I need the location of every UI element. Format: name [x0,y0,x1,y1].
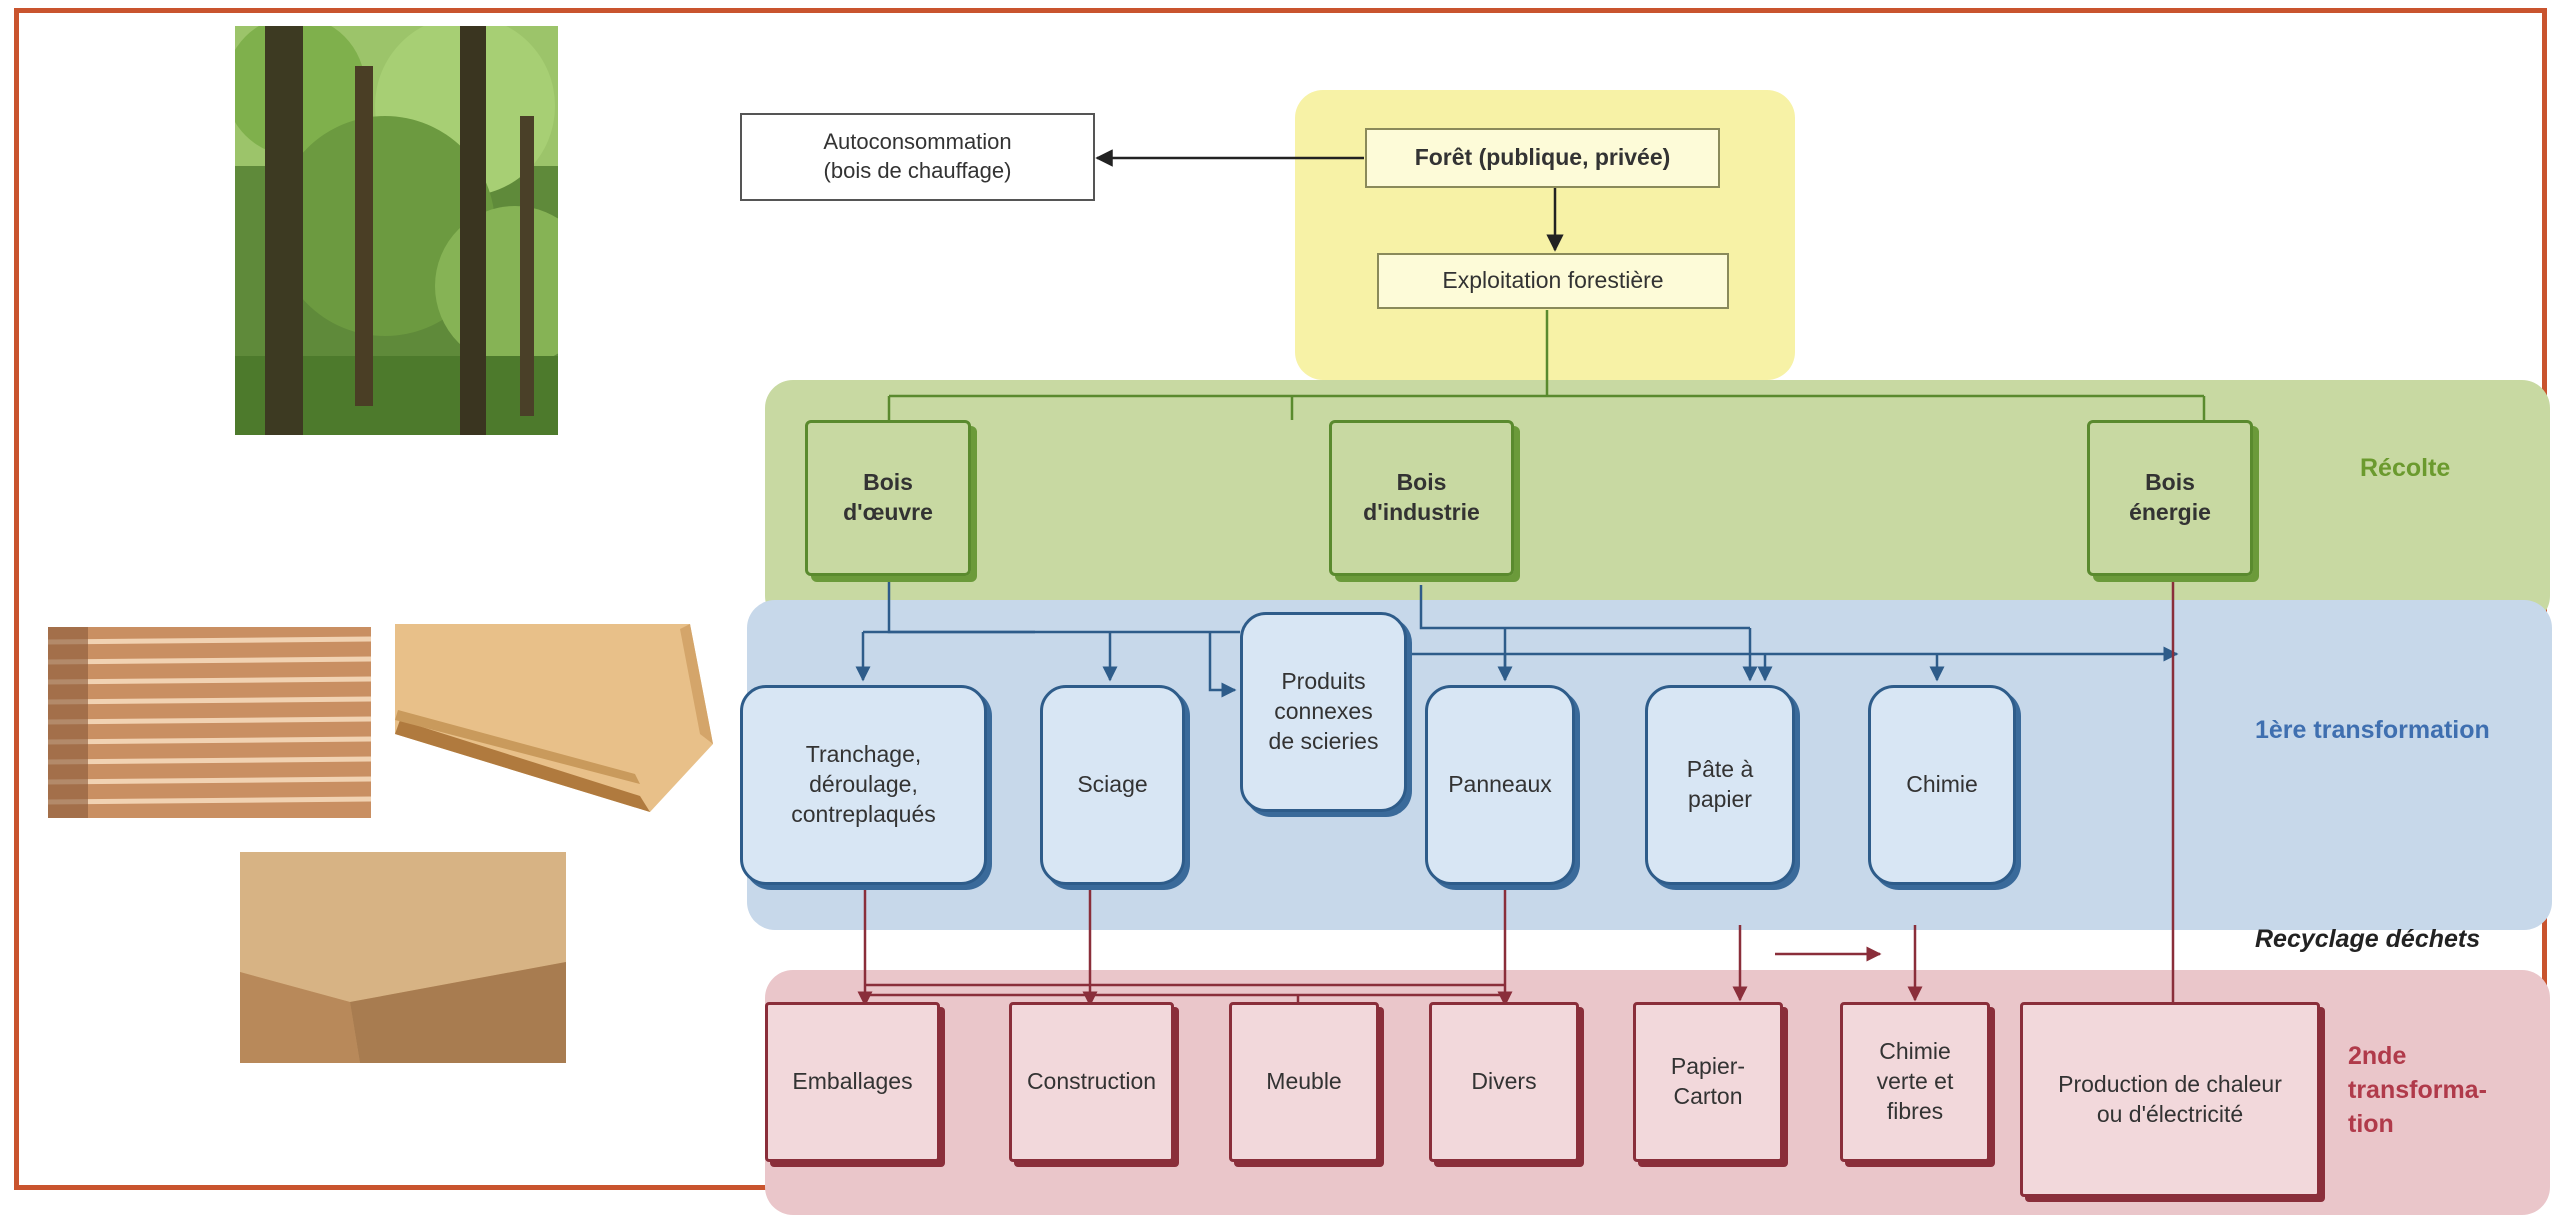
node-foret: Forêt (publique, privée) [1365,128,1720,188]
node-panneaux-label: Panneaux [1448,771,1552,798]
node-bois-industrie: Bois d'industrie [1329,420,1514,576]
node-papier-carton: Papier- Carton [1633,1002,1783,1162]
node-emballages: Emballages [765,1002,940,1162]
node-bois-energie: Bois énergie [2087,420,2253,576]
node-sciage: Sciage [1040,685,1185,885]
node-bois-oeuvre-label: Bois d'œuvre [843,469,933,525]
recyclage-dechets-label: Recyclage déchets [2255,925,2481,953]
node-emballages-label: Emballages [792,1068,913,1095]
lumber-stack-photo [48,627,371,818]
node-pate-papier: Pâte à papier [1645,685,1795,885]
node-chimie: Chimie [1868,685,2016,885]
node-construction-label: Construction [1026,1068,1157,1095]
node-produits-connexes: Produits connexes de scieries [1240,612,1407,812]
fiberboard-photo [240,852,566,1063]
node-meuble-label: Meuble [1266,1068,1342,1095]
node-chimie-verte-label: Chimie verte et fibres [1876,1038,1954,1124]
node-tranchage: Tranchage, déroulage, contreplaqués [740,685,987,885]
node-papier-carton-label: Papier- Carton [1670,1053,1746,1109]
node-exploitation-label: Exploitation forestière [1442,267,1664,294]
seconde-transformation-label: 2nde transforma- tion [2348,1042,2487,1138]
node-chimie-verte: Chimie verte et fibres [1840,1002,1990,1162]
node-exploitation: Exploitation forestière [1377,253,1729,309]
recolte-label: Récolte [2360,454,2451,482]
node-tranchage-label: Tranchage, déroulage, contreplaqués [791,741,936,827]
node-panneaux: Panneaux [1425,685,1575,885]
filiere-bois-diagram: Autoconsommation (bois de chauffage) For… [735,40,2563,1215]
node-divers-label: Divers [1471,1068,1537,1095]
node-produits-connexes-label: Produits connexes de scieries [1268,668,1379,754]
node-chimie-label: Chimie [1906,771,1978,798]
node-production-chaleur: Production de chaleur ou d'électricité [2020,1002,2320,1197]
node-foret-label: Forêt (publique, privée) [1414,144,1671,171]
node-divers: Divers [1429,1002,1579,1162]
connector-lines [855,149,2206,1042]
node-construction: Construction [1009,1002,1174,1162]
plywood-sheets-photo [390,624,713,812]
node-bois-industrie-label: Bois d'industrie [1363,469,1480,525]
premiere-transformation-label: 1ère transformation [2255,716,2490,744]
node-pate-papier-label: Pâte à papier [1686,756,1754,812]
forest-photo [235,26,558,435]
node-bois-energie-label: Bois énergie [2129,469,2211,525]
node-bois-oeuvre: Bois d'œuvre [805,420,971,576]
node-sciage-label: Sciage [1077,771,1148,798]
node-production-chaleur-label: Production de chaleur ou d'électricité [2058,1070,2282,1127]
node-meuble: Meuble [1229,1002,1379,1162]
node-autoconsommation: Autoconsommation (bois de chauffage) [740,113,1095,201]
node-autoconsommation-label: Autoconsommation (bois de chauffage) [823,129,1012,183]
